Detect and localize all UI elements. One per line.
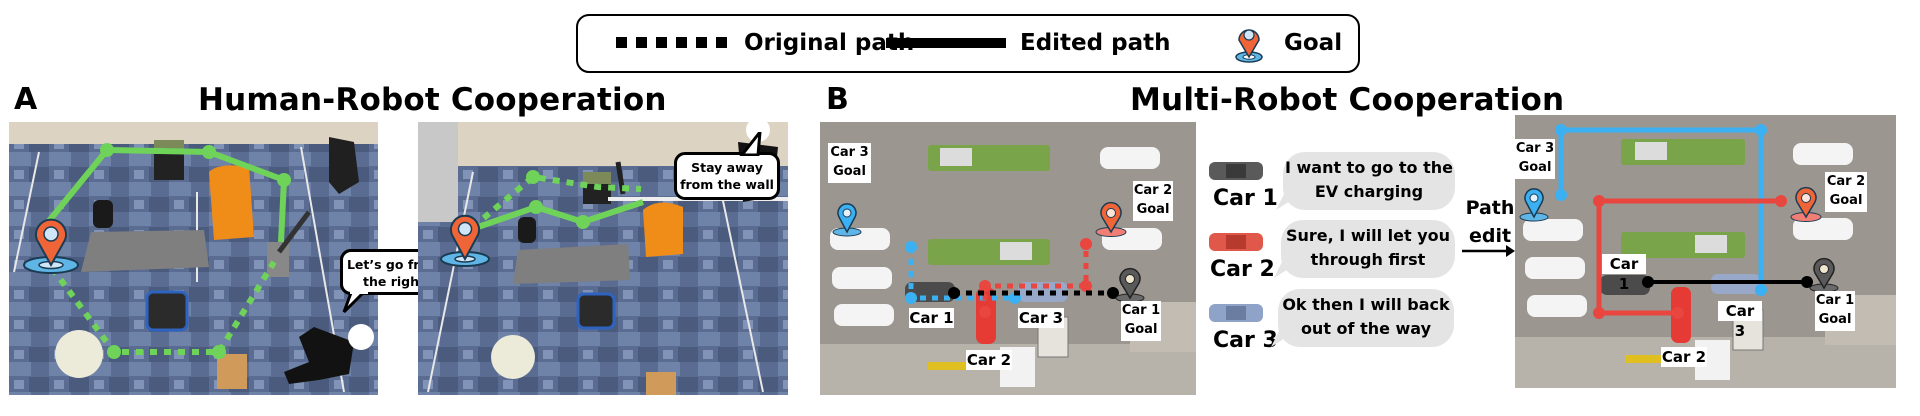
panel-a-letter: A	[14, 82, 38, 117]
label-car2: Car 2	[966, 350, 1012, 370]
chat-bubble-car-1: I want to go to the EV charging	[1283, 152, 1455, 210]
car-name: Car 2	[1210, 257, 1275, 282]
hrc-photo-edited: Stay away from the wall	[418, 122, 788, 395]
car-1-icon	[1209, 162, 1263, 180]
panel-a-title: Human-Robot Cooperation	[198, 82, 667, 118]
chat-tail-icon	[1274, 258, 1296, 278]
cardboard-box	[646, 372, 676, 395]
speech-text: Stay away from the wall	[680, 160, 774, 192]
dialogue-car-2: Car 2	[1208, 231, 1275, 282]
waypoint	[212, 345, 226, 359]
chat-tail-icon	[1271, 327, 1293, 347]
panel-b-letter: B	[826, 82, 849, 117]
cardboard-box	[217, 354, 247, 389]
waypoint	[526, 170, 540, 184]
parking-map-original: Car 3 Goal Car 2 Goal Car 1 Goal Car 1 C…	[820, 122, 1196, 395]
dialogue-car-1: Car 1	[1208, 160, 1278, 211]
chat-bubble-car-2: Sure, I will let you through first	[1281, 220, 1455, 278]
cot	[513, 244, 630, 284]
trash-bin	[93, 200, 113, 228]
car3-goal-pin-icon	[832, 203, 862, 237]
car-name: Car 3	[1213, 328, 1278, 353]
label-car2-goal: Car 2 Goal	[1133, 181, 1173, 221]
white-side-table	[491, 335, 535, 379]
car-1	[905, 282, 955, 302]
legend-goal: Goal	[1284, 30, 1343, 56]
car3-edited-path	[1558, 127, 1764, 290]
label-car3: Car 3	[1718, 301, 1762, 340]
waypoint	[529, 200, 543, 214]
white-side-table	[55, 330, 103, 378]
hrc-photo-original: Let’s go from the right	[9, 122, 378, 395]
speech-tail-icon	[342, 290, 369, 314]
waypoint	[576, 215, 590, 229]
label-car2-goal: Car 2 Goal	[1825, 172, 1867, 212]
chat-bubble-car-3: Ok then I will back out of the way	[1278, 289, 1454, 347]
car1-goal-pin-icon	[1809, 257, 1839, 293]
panel-b-title: Multi-Robot Cooperation	[1130, 82, 1565, 118]
goal-pin-icon	[1235, 29, 1263, 63]
person-head-mask	[746, 122, 770, 142]
car1-goal-pin-icon	[1115, 267, 1145, 303]
label-car1-goal: Car 1 Goal	[1121, 301, 1161, 341]
cot	[81, 230, 209, 272]
waypoint	[202, 145, 216, 159]
car2-edited-path	[1596, 198, 1781, 316]
car-3-icon	[1209, 304, 1263, 322]
speech-tail-icon	[739, 132, 762, 156]
dialogue-car-3: Car 3	[1208, 302, 1278, 353]
person-head-mask	[348, 324, 374, 350]
dotted-line-icon	[616, 37, 727, 48]
solid-line-icon	[886, 38, 1006, 48]
robot	[267, 242, 289, 277]
car-1	[1600, 275, 1650, 295]
label-car3: Car 3	[1018, 308, 1064, 328]
legend-original-path: Original path	[744, 30, 915, 56]
waypoint	[277, 173, 291, 187]
edited-path-solid	[477, 199, 644, 230]
blue-chair	[145, 290, 189, 332]
speech-text: Let’s go from the right	[346, 257, 442, 289]
legend-box: Original path Edited path Goal	[576, 14, 1360, 73]
original-path-dashed	[41, 255, 277, 355]
chat-tail-icon	[1276, 190, 1298, 210]
waypoint	[107, 345, 121, 359]
label-car3-goal: Car 3 Goal	[828, 143, 871, 183]
orange-armchair	[209, 165, 254, 240]
label-car1: Car 1	[909, 308, 954, 328]
arrow-right-icon	[1462, 245, 1515, 257]
blue-chair	[576, 292, 616, 330]
wall	[9, 122, 378, 144]
label-car3-goal: Car 3 Goal	[1515, 139, 1555, 179]
trash-bin	[518, 217, 536, 243]
person	[284, 327, 354, 384]
car2-original-path	[982, 244, 1089, 312]
car-2-icon	[1209, 233, 1263, 251]
car-name: Car 1	[1213, 186, 1278, 211]
car2-goal-pin-icon	[1790, 186, 1822, 222]
speech-bubble-stay-away: Stay away from the wall	[674, 152, 780, 200]
car2-goal-pin-icon	[1095, 201, 1127, 237]
path-edit-label: Path edit	[1465, 197, 1515, 247]
car3-goal-pin-icon	[1519, 188, 1549, 222]
label-car2: Car 2	[1661, 347, 1707, 367]
goal-pin-icon	[23, 218, 79, 274]
waypoint	[100, 143, 114, 157]
label-car1: Car 1	[1602, 254, 1646, 293]
legend-edited-path: Edited path	[1020, 30, 1171, 56]
office-chair	[329, 137, 359, 194]
label-car1-goal: Car 1 Goal	[1815, 291, 1855, 331]
parked-cars	[1523, 143, 1853, 317]
goal-pin-icon	[440, 214, 490, 267]
parking-map-edited: Car 3 Goal Car 2 Goal Car 1 Goal Car 1 C…	[1515, 115, 1896, 388]
orange-armchair	[643, 202, 683, 257]
